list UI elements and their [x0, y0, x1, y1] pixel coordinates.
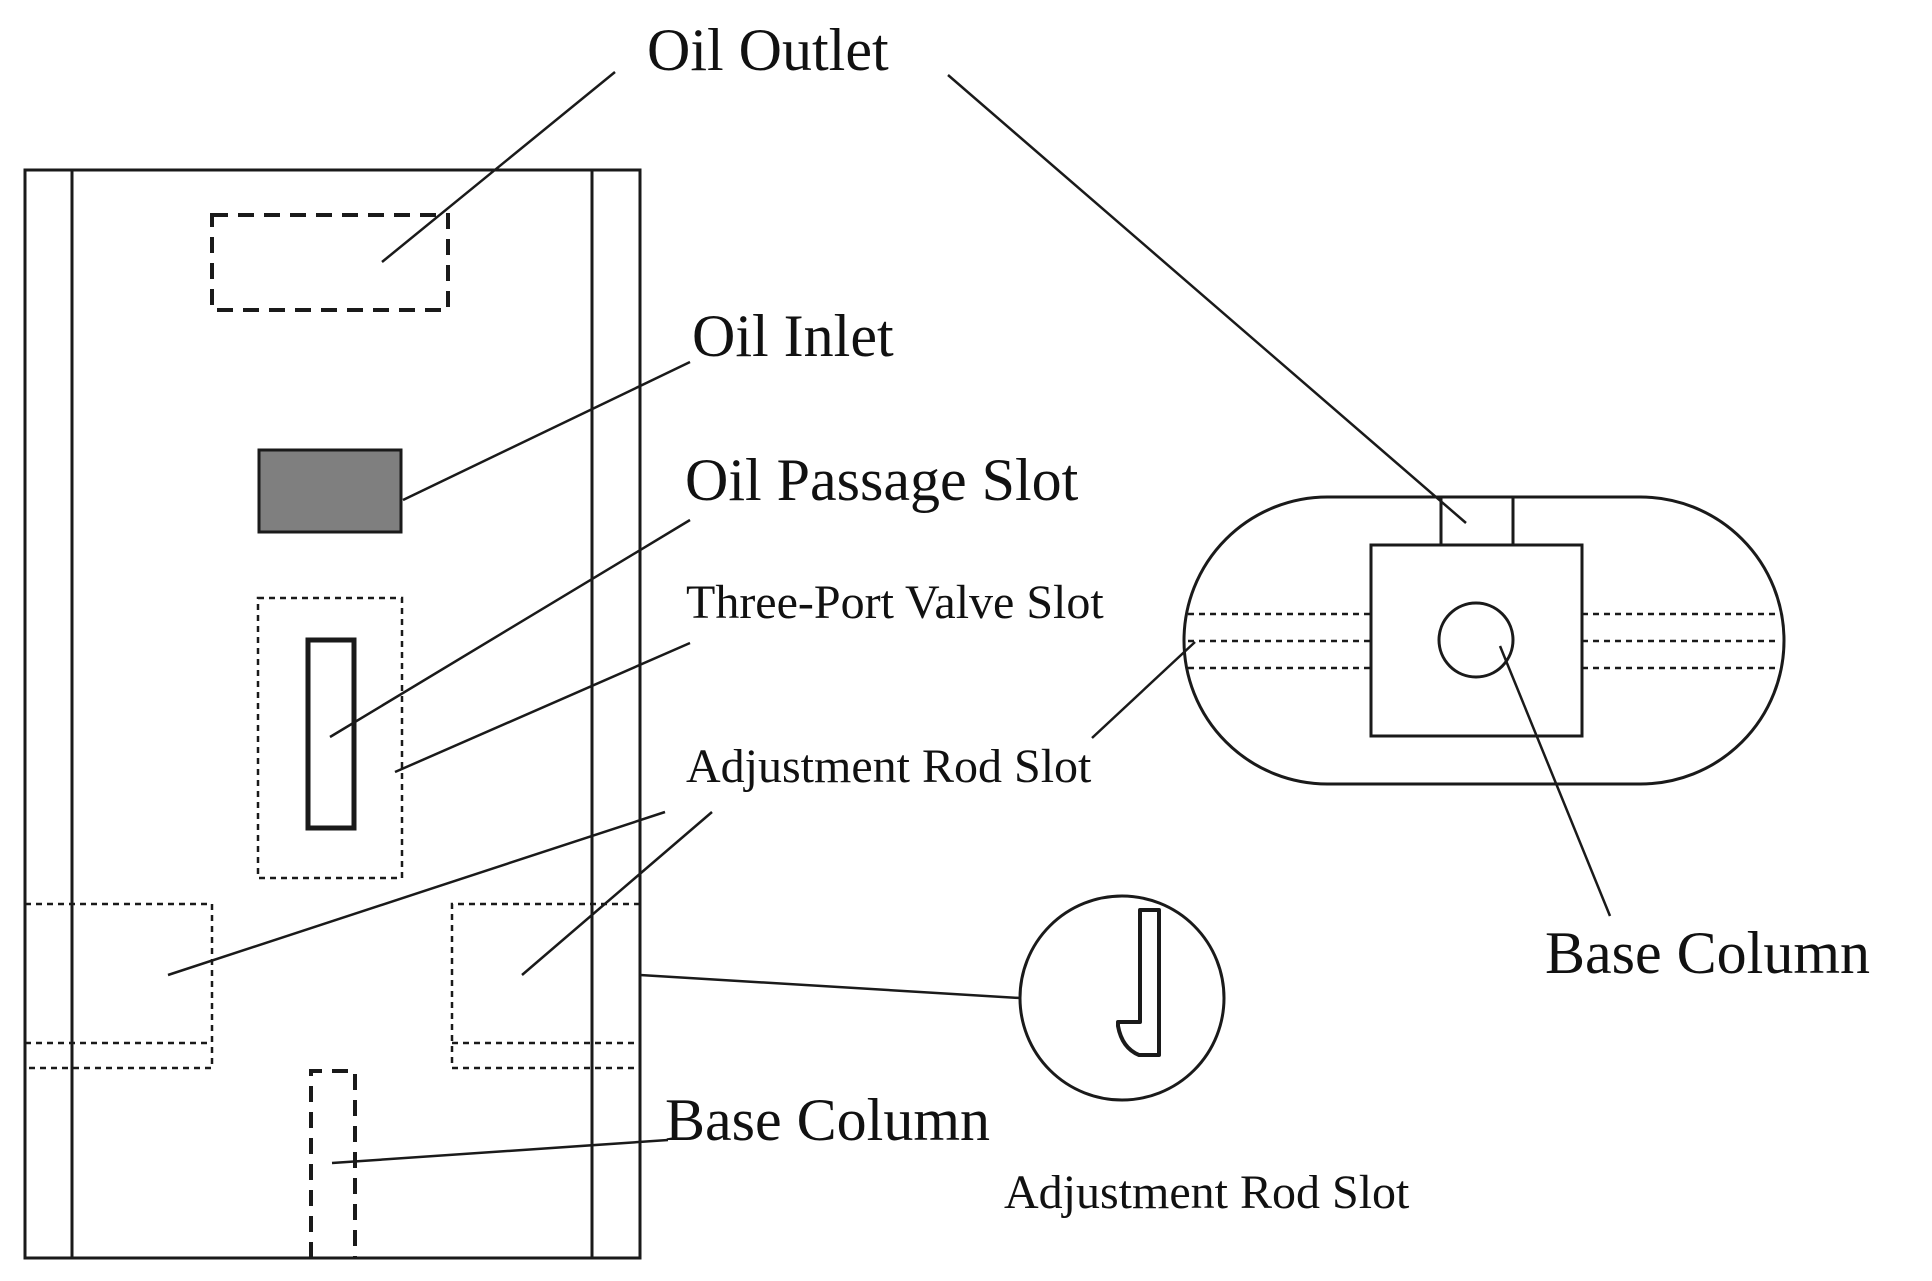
- top-view-valve-block: [1369, 543, 1584, 738]
- label-oil-inlet: Oil Inlet: [692, 303, 894, 369]
- label-adjustment-rod-slot-main: Adjustment Rod Slot: [686, 740, 1092, 793]
- leader-adjustment-rod-slot-left: [167, 810, 666, 977]
- adjustment-rod-slot-left: [25, 902, 214, 1070]
- label-oil-outlet: Oil Outlet: [647, 17, 889, 83]
- leader-adjustment-rod-slot-top-view: [1091, 641, 1196, 739]
- leader-adjustment-rod-detail: [639, 973, 1021, 1000]
- leader-three-port-valve-slot: [394, 641, 691, 774]
- adjustment-rod-profile: [1116, 908, 1161, 1057]
- label-base-column-top-view: Base Column: [1545, 920, 1870, 986]
- main-body-view: [23, 168, 642, 1260]
- adjustment-rod-detail-circle: [1018, 894, 1226, 1102]
- label-three-port-valve-slot: Three-Port Valve Slot: [686, 576, 1104, 629]
- labels: Oil Outlet Oil Inlet Oil Passage Slot Th…: [647, 17, 1870, 1219]
- leader-adjustment-rod-slot-right: [521, 811, 713, 976]
- base-column-slot: [309, 1069, 357, 1258]
- three-port-valve-slot: [256, 596, 404, 880]
- top-view-base-column: [1437, 601, 1515, 679]
- oil-inlet-slot: [257, 448, 403, 534]
- leader-base-column-top-view: [1498, 645, 1612, 917]
- leader-lines: [167, 71, 1612, 1165]
- adjustment-rod-detail: [1018, 894, 1226, 1102]
- leader-oil-inlet: [402, 360, 691, 502]
- oil-passage-slot: [305, 637, 357, 831]
- label-base-column-main: Base Column: [665, 1087, 990, 1153]
- leader-oil-outlet-top-view: [947, 74, 1467, 524]
- leader-oil-outlet-main: [381, 71, 616, 263]
- label-oil-passage-slot: Oil Passage Slot: [685, 447, 1079, 513]
- label-adjustment-rod-slot-detail: Adjustment Rod Slot: [1004, 1166, 1410, 1219]
- oil-outlet-slot: [210, 213, 450, 312]
- main-body-outline: [23, 168, 642, 1260]
- top-view: [1182, 495, 1786, 786]
- top-view-oil-outlet: [1439, 495, 1515, 547]
- leader-oil-passage-slot: [329, 518, 691, 739]
- leader-base-column-main: [331, 1138, 669, 1165]
- adjustment-rod-slot-right: [450, 902, 640, 1070]
